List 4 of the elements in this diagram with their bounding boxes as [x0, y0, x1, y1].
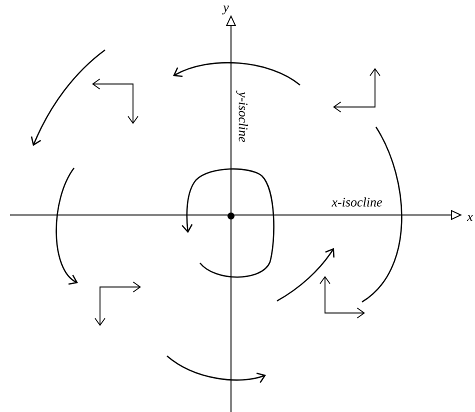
axis-label: x — [466, 215, 473, 221]
isocline-label: y-isocline — [236, 90, 248, 142]
axis-label: y — [222, 6, 229, 14]
isocline-label: x-isocline — [332, 197, 382, 207]
